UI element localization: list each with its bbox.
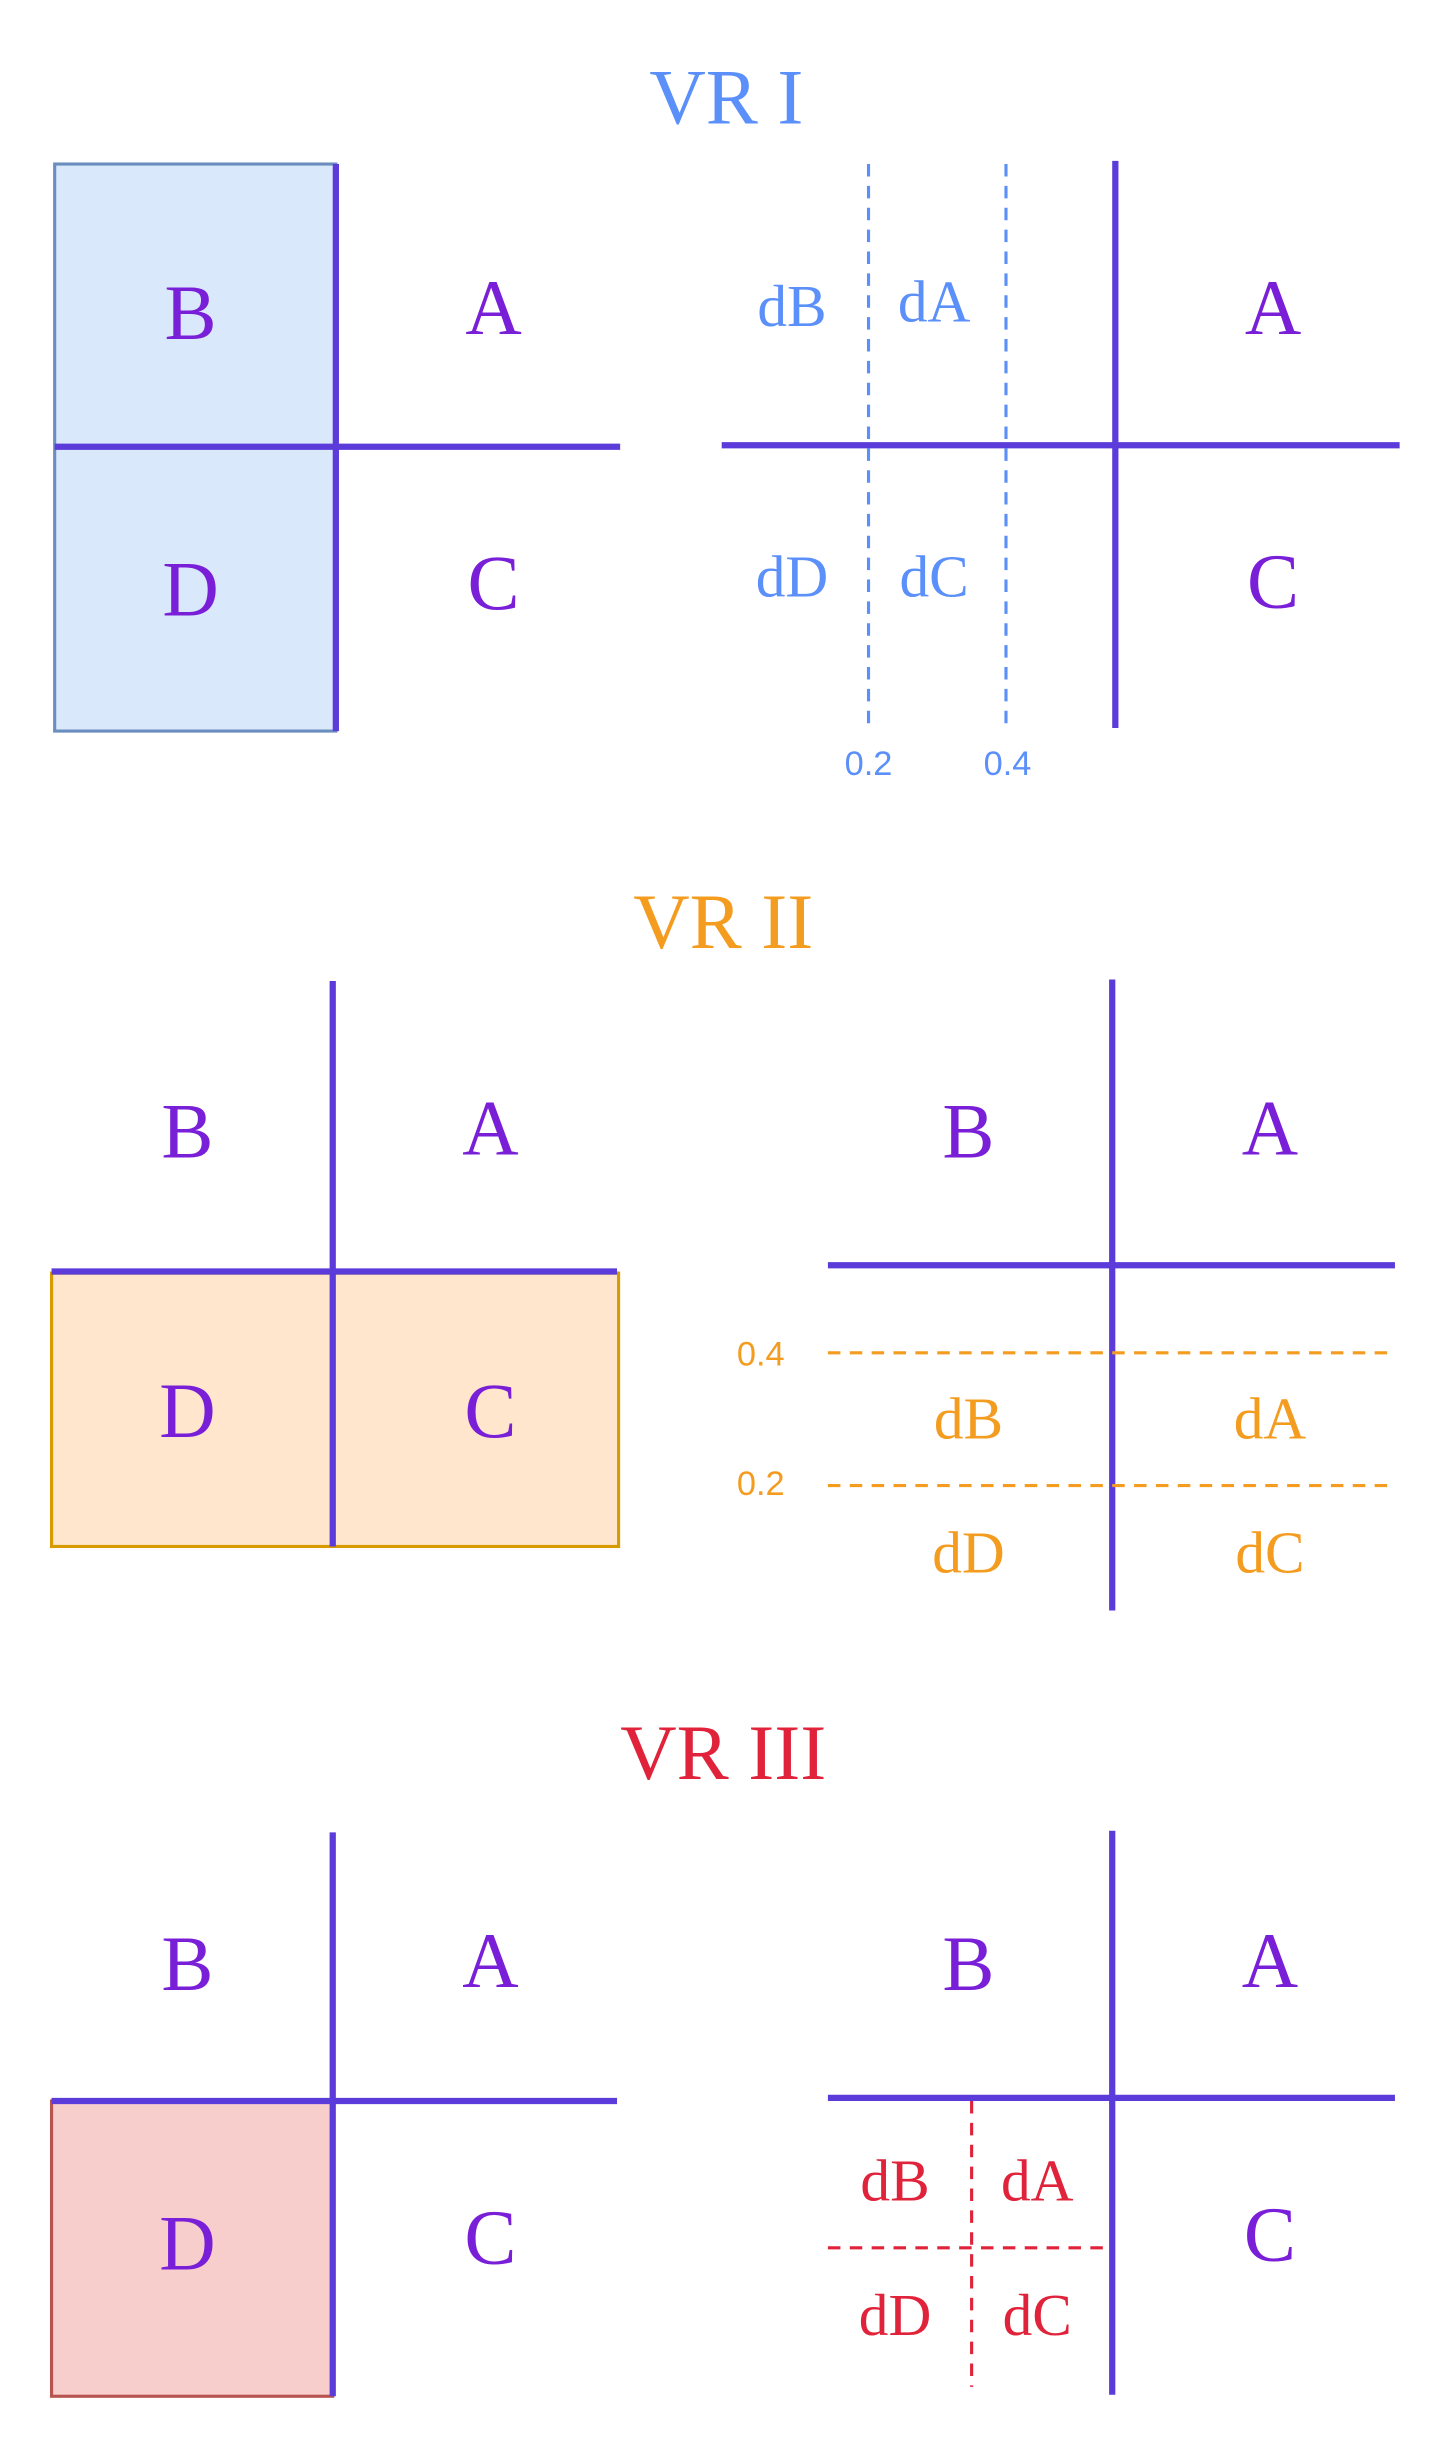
vr3-highlight-region xyxy=(49,2099,335,2398)
vr2-label-dd: dD xyxy=(932,1520,1005,1586)
vr3-left-label-b: B xyxy=(161,1920,213,2007)
vr3-left-label-d: D xyxy=(159,2200,215,2287)
vr1-left-label-b: B xyxy=(165,269,217,356)
vr1-left-label-a: A xyxy=(465,264,521,351)
vr1-right-label-a: A xyxy=(1245,264,1301,351)
vr1-label-dc: dC xyxy=(899,543,968,609)
vr1-label-dd: dD xyxy=(756,543,829,609)
vr3-label-dd: dD xyxy=(859,2282,932,2348)
vr3-right-label-c: C xyxy=(1244,2190,1296,2277)
vr1-label-da: dA xyxy=(898,268,971,334)
vr2-left-label-a: A xyxy=(462,1084,518,1171)
panel-vr3: VR III B A D C B A C dB dA dD dC xyxy=(49,1709,1395,2398)
vr2-tick-0-4: 0.4 xyxy=(737,1335,785,1373)
vr2-left-label-d: D xyxy=(159,1367,215,1454)
vr2-label-db: dB xyxy=(934,1385,1003,1451)
panel-vr1: VR I B A D C dB dA dD dC 0.2 0.4 A C xyxy=(53,53,1400,783)
vr2-left-label-b: B xyxy=(161,1087,213,1174)
vr2-tick-0-2: 0.2 xyxy=(737,1465,785,1503)
vr2-label-dc: dC xyxy=(1235,1520,1304,1586)
vr1-tick-0-2: 0.2 xyxy=(845,745,893,783)
vr1-tick-0-4: 0.4 xyxy=(984,745,1032,783)
vr1-label-db: dB xyxy=(757,273,826,339)
vr3-left-label-c: C xyxy=(464,2193,516,2280)
vr2-title: VR II xyxy=(633,878,813,965)
vr3-title: VR III xyxy=(620,1709,826,1796)
vr3-left-label-a: A xyxy=(462,1917,518,2004)
vr2-right-label-b: B xyxy=(942,1087,994,1174)
vr1-title: VR I xyxy=(649,53,803,140)
vr1-right-label-c: C xyxy=(1247,538,1299,625)
vr2-right-label-a: A xyxy=(1242,1084,1298,1171)
vr3-label-da: dA xyxy=(1001,2148,1074,2214)
vr2-left-label-c: C xyxy=(464,1367,516,1454)
vr3-right-label-b: B xyxy=(942,1920,994,2007)
vr3-right-label-a: A xyxy=(1242,1917,1298,2004)
vr3-label-db: dB xyxy=(860,2148,929,2214)
vr3-label-dc: dC xyxy=(1003,2282,1072,2348)
vr1-left-label-c: C xyxy=(468,539,520,626)
vr2-label-da: dA xyxy=(1234,1385,1307,1451)
vr1-left-label-d: D xyxy=(162,545,218,632)
panel-vr2: VR II B A D C 0.4 0.2 B A dB dA dD dC xyxy=(49,878,1395,1611)
